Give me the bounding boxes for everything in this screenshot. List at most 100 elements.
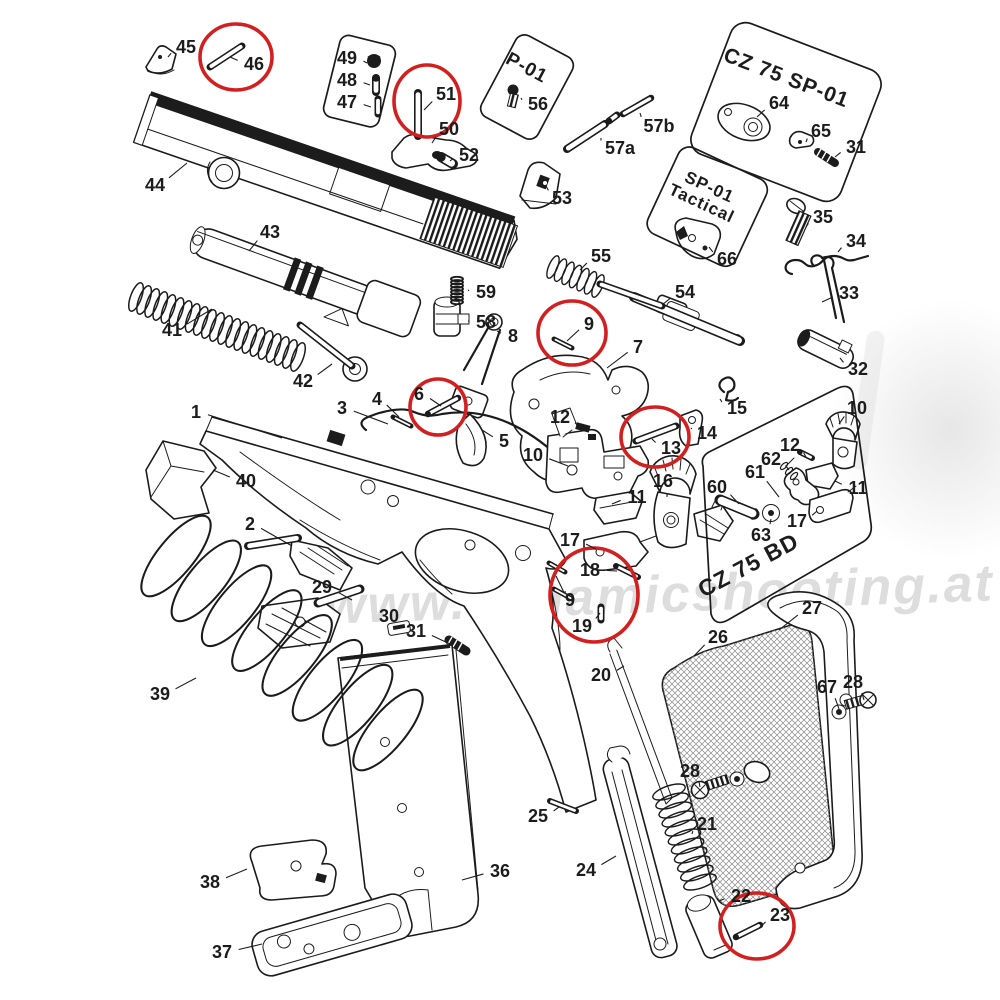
part-label-38: 38	[200, 872, 220, 892]
leader-line	[229, 56, 238, 61]
part-label-8: 8	[508, 326, 518, 346]
part-66-art	[674, 217, 722, 260]
plug-22-art	[685, 894, 733, 959]
leader-line	[769, 518, 772, 525]
rear-sight-art	[519, 161, 561, 210]
leader-line	[238, 943, 263, 951]
part-label-46: 46	[244, 54, 264, 74]
part-56-art	[506, 84, 519, 109]
leader-line	[353, 410, 389, 425]
pin-core	[299, 324, 353, 367]
spring-coil	[184, 303, 201, 333]
spring-coil	[784, 466, 794, 476]
part-label-31: 31	[406, 621, 426, 641]
pin-core	[800, 451, 812, 459]
spring-coil	[200, 309, 217, 339]
spring-coil	[676, 855, 711, 873]
leader-line	[690, 427, 693, 430]
part-label-9: 9	[584, 314, 594, 334]
part-label-55: 55	[591, 246, 611, 266]
variant-box-outlines	[479, 21, 882, 624]
small-parts-box	[322, 34, 397, 128]
grip-screw-lower-art	[690, 771, 745, 800]
grip-screw-upper-art	[831, 691, 877, 720]
part-label-39: 39	[150, 684, 170, 704]
screw-35-art	[785, 197, 812, 247]
highlight-circle	[392, 63, 462, 139]
part-label-26: 26	[708, 627, 728, 647]
spring-coil	[217, 315, 234, 345]
part-label-33: 33	[839, 283, 859, 303]
tactical-box	[646, 146, 769, 268]
part-label-13: 13	[661, 438, 681, 458]
pin-tip	[605, 117, 613, 125]
leader-line	[363, 60, 368, 64]
leader-line	[363, 104, 372, 108]
highlight-circle	[718, 891, 796, 961]
spring-coil	[667, 828, 702, 846]
pin-core	[554, 588, 572, 600]
spring-coil	[200, 564, 273, 648]
part-label-35: 35	[813, 207, 833, 227]
part-label-4: 4	[372, 389, 382, 409]
spring-coil	[661, 810, 696, 828]
part-label-63: 63	[751, 525, 771, 545]
spring-coil	[176, 300, 193, 330]
spring-coil	[779, 461, 789, 471]
part-label-12: 12	[550, 407, 570, 427]
part-label-5: 5	[499, 431, 509, 451]
leader-line	[248, 240, 258, 252]
leader-line	[693, 644, 706, 657]
spring-coil	[289, 342, 307, 372]
part-label-53: 53	[552, 188, 572, 208]
leader-line	[838, 416, 845, 425]
leader-line	[719, 398, 723, 403]
part-label-52: 52	[459, 145, 479, 165]
spring-coil	[352, 688, 424, 772]
trigger-guard-opening	[414, 528, 510, 594]
part-49-art	[367, 54, 381, 68]
safety-art	[257, 597, 341, 649]
spring-coil	[261, 614, 333, 697]
leader-line	[207, 414, 283, 439]
spring-coil	[450, 279, 464, 286]
spring-coil	[291, 638, 364, 722]
part-label-34: 34	[846, 231, 866, 251]
part-37-art	[251, 893, 413, 977]
spring-coil	[673, 846, 708, 864]
pin-core	[622, 97, 652, 115]
part-label-11: 11	[627, 487, 646, 507]
leader-line	[834, 480, 842, 485]
leader-line	[601, 855, 617, 866]
part-label-23: 23	[770, 905, 790, 925]
spring-coil	[450, 292, 464, 299]
leader-line	[397, 625, 401, 628]
spring-coil	[136, 285, 153, 315]
part-label-6: 6	[414, 384, 424, 404]
pin-tip	[390, 414, 396, 420]
leader-line	[757, 921, 767, 930]
barrel-art	[189, 226, 422, 338]
spring-coil	[249, 327, 266, 357]
spring-coil	[225, 318, 242, 348]
part-label-22: 22	[731, 886, 751, 906]
pin-core	[427, 397, 459, 415]
part-label-50: 50	[439, 119, 459, 139]
part-32-art	[797, 329, 854, 370]
leader-line	[778, 614, 799, 631]
spring-coil	[241, 324, 258, 354]
spring-coil	[450, 288, 464, 296]
part-30-art	[387, 620, 411, 636]
spring-coil	[208, 312, 226, 342]
part-label-17: 17	[560, 530, 580, 550]
pin-core	[209, 44, 243, 69]
spring-coil	[680, 864, 714, 882]
watermark-smudge	[830, 300, 1000, 560]
leader-line	[496, 330, 502, 334]
highlight-circle	[619, 405, 691, 469]
p01-box	[479, 34, 575, 140]
part-label-25: 25	[528, 806, 548, 826]
spring-coil	[231, 589, 303, 672]
part-label-57b: 57b	[643, 116, 674, 136]
spring-coil	[664, 819, 699, 837]
